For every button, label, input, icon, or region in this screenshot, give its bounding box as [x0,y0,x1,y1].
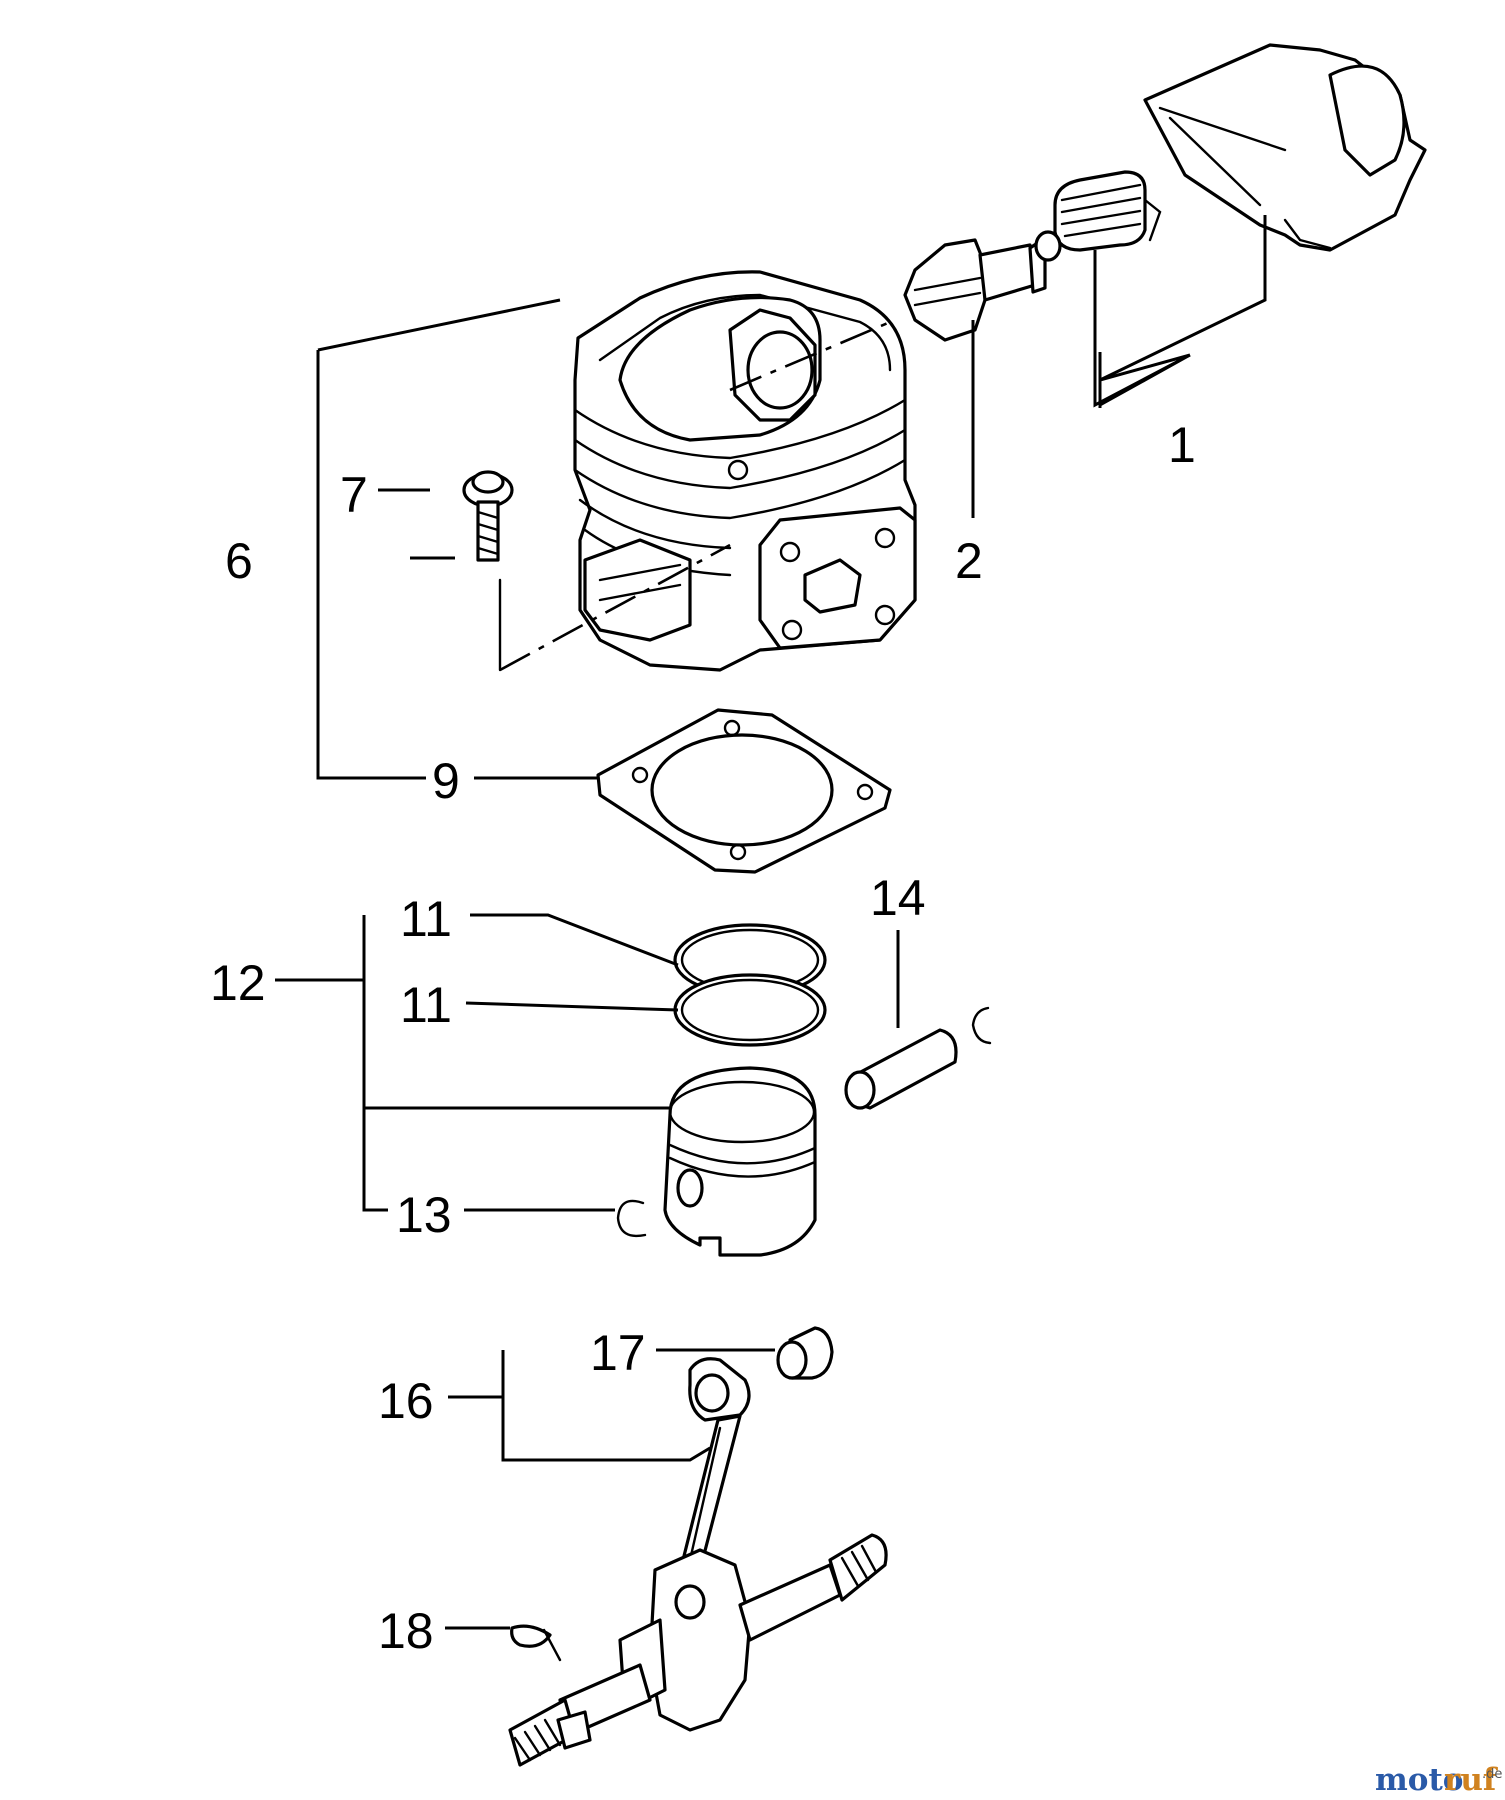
part-1-spring [1053,170,1162,252]
part-11-piston-rings [673,923,827,1047]
callout-1: 1 [1168,417,1196,473]
callout-labels: 1 2 6 7 9 11 11 12 13 14 16 17 18 [210,417,1196,1659]
callout-11-upper: 11 [400,891,452,947]
leader-lines [275,215,1267,1630]
part-14-piston-pin [844,1006,992,1110]
watermark-ruf: ruf [1444,1762,1498,1798]
part-13-piston-clip [616,1199,647,1238]
callout-9: 9 [432,753,460,809]
part-2-spark-plug [903,230,1062,342]
part-16-crankshaft [508,1357,888,1767]
callout-13: 13 [396,1187,452,1243]
callout-11-lower: 11 [400,977,452,1033]
callout-17: 17 [590,1325,646,1381]
watermark-logo: moto ruf .de [1375,1762,1502,1798]
part-7-bolt [462,470,514,562]
assembly-axis-lines [498,318,896,1662]
callout-18: 18 [378,1603,434,1659]
watermark-moto: moto [1375,1762,1463,1798]
part-12-piston [663,1066,817,1257]
callout-7: 7 [340,467,368,523]
part-18-woodruff-key [510,1624,552,1648]
watermark-tld: .de [1482,1767,1502,1782]
part-6-cylinder [573,270,917,672]
callout-6: 6 [225,533,253,589]
part-9-gasket [596,708,892,874]
callout-16: 16 [378,1373,434,1429]
callout-2: 2 [955,533,983,589]
callout-14: 14 [870,870,926,926]
part-17-needle-bearing [776,1326,834,1380]
part-1-spark-plug-cap [1143,43,1427,252]
callout-12: 12 [210,955,266,1011]
